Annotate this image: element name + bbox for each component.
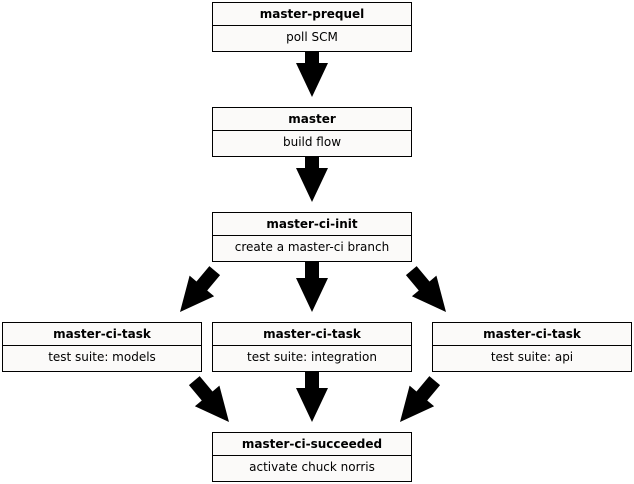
node-title: master-ci-task — [3, 323, 201, 346]
node-title: master — [213, 108, 411, 131]
node-title: master-ci-init — [213, 213, 411, 236]
node-master: master build flow — [212, 107, 412, 157]
node-description: build flow — [282, 135, 342, 149]
node-title: master-prequel — [213, 3, 411, 26]
node-master-ci-task-api: master-ci-task test suite: api — [432, 322, 632, 372]
arrow-task-api-to-succeeded — [387, 370, 447, 433]
node-master-ci-task-integration: master-ci-task test suite: integration — [212, 322, 412, 372]
node-description: test suite: api — [490, 350, 574, 364]
node-master-ci-succeeded: master-ci-succeeded activate chuck norri… — [212, 432, 412, 482]
node-description: create a master-ci branch — [234, 240, 390, 254]
node-master-ci-task-models: master-ci-task test suite: models — [2, 322, 202, 372]
arrow-task-integration-to-succeeded — [296, 368, 328, 422]
node-title: master-ci-task — [433, 323, 631, 346]
arrow-task-models-to-succeeded — [182, 370, 242, 433]
arrow-ci-init-to-task-models — [167, 260, 227, 323]
node-description: poll SCM — [286, 30, 338, 44]
node-description: activate chuck norris — [249, 460, 375, 474]
node-master-ci-init: master-ci-init create a master-ci branch — [212, 212, 412, 262]
node-title: master-ci-succeeded — [213, 433, 411, 456]
arrow-ci-init-to-task-integration — [296, 258, 328, 312]
node-master-prequel: master-prequel poll SCM — [212, 2, 412, 52]
node-description: test suite: integration — [247, 350, 377, 364]
arrow-ci-init-to-task-api — [399, 260, 459, 323]
node-title: master-ci-task — [213, 323, 411, 346]
node-description: test suite: models — [48, 350, 156, 364]
